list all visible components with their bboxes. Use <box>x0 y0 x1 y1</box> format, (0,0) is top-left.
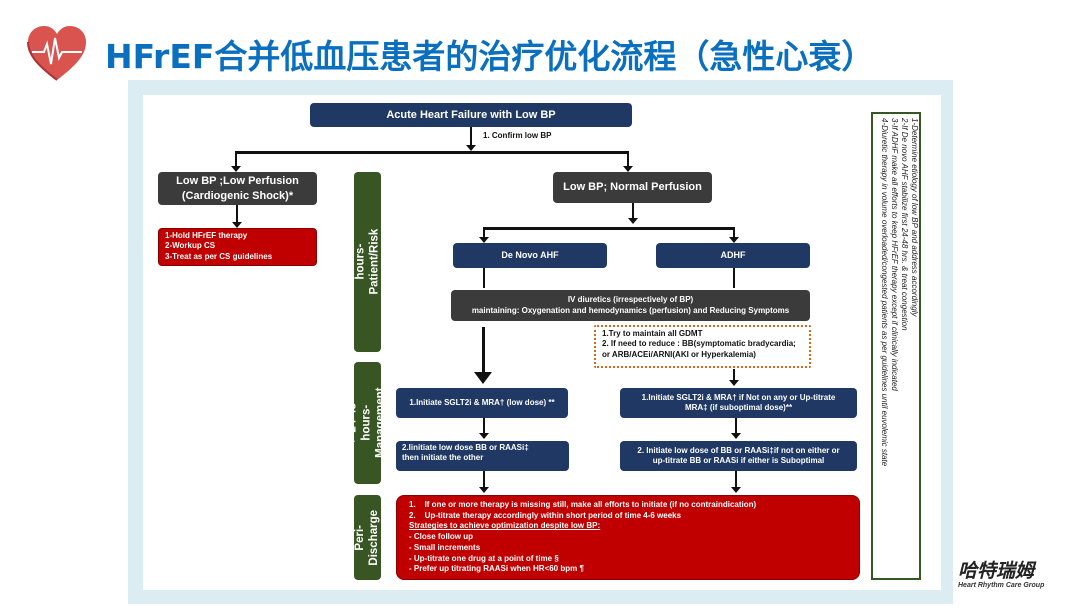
connector <box>735 471 737 487</box>
connector <box>735 418 737 434</box>
logo-en: Heart Rhythm Care Group <box>958 582 1045 589</box>
arrow-icon <box>479 433 489 439</box>
discharge-line: 2. Up-titrate therapy accordingly within… <box>409 510 682 520</box>
connector <box>733 268 735 288</box>
connector <box>632 203 634 223</box>
connector <box>483 227 735 230</box>
connector <box>235 151 629 154</box>
strategy: - Close follow up <box>409 532 473 542</box>
note: 3-If ADHF make all efforts to keep HFrEF… <box>890 118 899 391</box>
iv-line: IV diuretics (irrespectively of BP) <box>567 295 694 305</box>
line: up-titrate BB or RAASi if either is Subo… <box>652 456 825 465</box>
arrow-icon <box>474 372 492 384</box>
line: 2.Iinitiate low dose BB or RAASi‡ <box>402 443 529 452</box>
cs-step: 1-Hold HFrEF therapy <box>165 231 248 240</box>
note: 4-Diuretic therapy in volume overloaded/… <box>880 118 889 467</box>
gdmt-line: or ARB/ACEi/ARNI(AKI or Hyperkalemia) <box>602 349 756 359</box>
left-initiate-bb-box: 2.Iinitiate low dose BB or RAASi‡then in… <box>396 441 569 471</box>
arrow-icon <box>729 237 739 243</box>
arrow-icon <box>231 166 241 172</box>
connector <box>236 205 238 223</box>
phase-label: > 24-48 hours- Management <box>346 387 387 459</box>
phase-band-management: > 24-48 hours- Management <box>347 362 386 484</box>
connector <box>483 268 485 288</box>
logo-cn: 哈特瑞姆 <box>958 560 1035 582</box>
connector <box>483 471 485 487</box>
strategy: - Prefer up titrating RAASi when HR<60 b… <box>409 564 584 574</box>
arrow-icon <box>731 433 741 439</box>
line: 1.Initiate SGLT2i & MRA† if Not on any o… <box>641 392 836 402</box>
phase-band-first-24-48h: First 24-48 hours-Patient/Risk Profiles <box>340 172 393 352</box>
left-initiate-sglt2i-box: 1.Initiate SGLT2i & MRA† (low dose) ** <box>396 388 568 418</box>
arrow-icon <box>628 218 638 224</box>
iv-line: maintaining: Oxygenation and hemodynamic… <box>471 305 790 315</box>
connector <box>483 227 485 239</box>
iv-diuretics-box: IV diuretics (irrespectively of BP)maint… <box>451 290 810 321</box>
notes-text: 1-Determine etiology of low BP and addre… <box>879 118 919 466</box>
gdmt-line: 1.Try to maintain all GDMT <box>602 329 703 338</box>
strategy: - Small increments <box>409 542 481 552</box>
arrow-icon <box>623 166 633 172</box>
arrow-icon <box>466 145 476 151</box>
arrow-icon <box>232 222 242 228</box>
line: 2. Initiate low dose of BB or RAASi‡if n… <box>637 445 840 455</box>
connector <box>627 151 629 169</box>
side-notes-box: 1-Determine etiology of low BP and addre… <box>871 112 921 580</box>
strategies-title: Strategies to achieve optimization despi… <box>409 521 601 531</box>
cardiogenic-shock-line: (Cardiogenic Shock)* <box>181 189 294 202</box>
connector <box>470 127 472 149</box>
right-initiate-sglt2i-box: 1.Initiate SGLT2i & MRA† if Not on any o… <box>620 388 857 418</box>
connector <box>733 227 735 239</box>
ahf-low-bp-box: Acute Heart Failure with Low BP <box>310 103 632 127</box>
arrow-icon <box>729 380 739 386</box>
line: then initiate the other <box>402 453 484 463</box>
note: 1-Determine etiology of low BP and addre… <box>910 118 919 317</box>
heart-ecg-icon <box>26 24 88 87</box>
low-perfusion-line: Low BP ;Low Perfusion <box>176 175 299 188</box>
connector <box>235 151 237 169</box>
phase-band-peri-discharge: Peri- Discharge <box>354 495 381 580</box>
phase-label: First 24-48 hours-Patient/Risk Profiles <box>339 229 394 295</box>
arrow-icon <box>731 487 741 493</box>
cs-step: 3-Treat as per CS guidelines <box>165 251 273 261</box>
de-novo-ahf-box: De Novo AHF <box>453 243 607 268</box>
page-title: HFrEF合并低血压患者的治疗优化流程（急性心衰） <box>105 37 875 76</box>
connector <box>482 327 485 377</box>
arrow-icon <box>479 487 489 493</box>
peri-discharge-box: 1. If one or more therapy is missing sti… <box>396 495 860 580</box>
adhf-box: ADHF <box>656 243 810 268</box>
note: 2-If De novo AHF stabilize first 24-48 h… <box>900 118 909 331</box>
discharge-line: 1. If one or more therapy is missing sti… <box>409 499 757 509</box>
connector <box>483 418 485 434</box>
cs-step: 2-Workup CS <box>165 241 216 251</box>
confirm-label: 1. Confirm low BP <box>483 131 552 140</box>
low-perfusion-box: Low BP ;Low Perfusion(Cardiogenic Shock)… <box>158 172 317 205</box>
normal-perfusion-box: Low BP; Normal Perfusion <box>553 172 712 203</box>
arrow-icon <box>479 237 489 243</box>
connector <box>733 369 735 381</box>
strategy: - Up-titrate one drug at a point of time… <box>409 553 559 563</box>
phase-label: Peri- Discharge <box>353 509 380 566</box>
gdmt-line: 2. If need to reduce : BB(symptomatic br… <box>602 339 796 349</box>
brand-logo: 哈特瑞姆 Heart Rhythm Care Group <box>958 560 1078 589</box>
line: MRA‡ (if suboptimal dose)** <box>684 403 793 412</box>
right-initiate-bb-box: 2. Initiate low dose of BB or RAASi‡if n… <box>620 441 857 471</box>
